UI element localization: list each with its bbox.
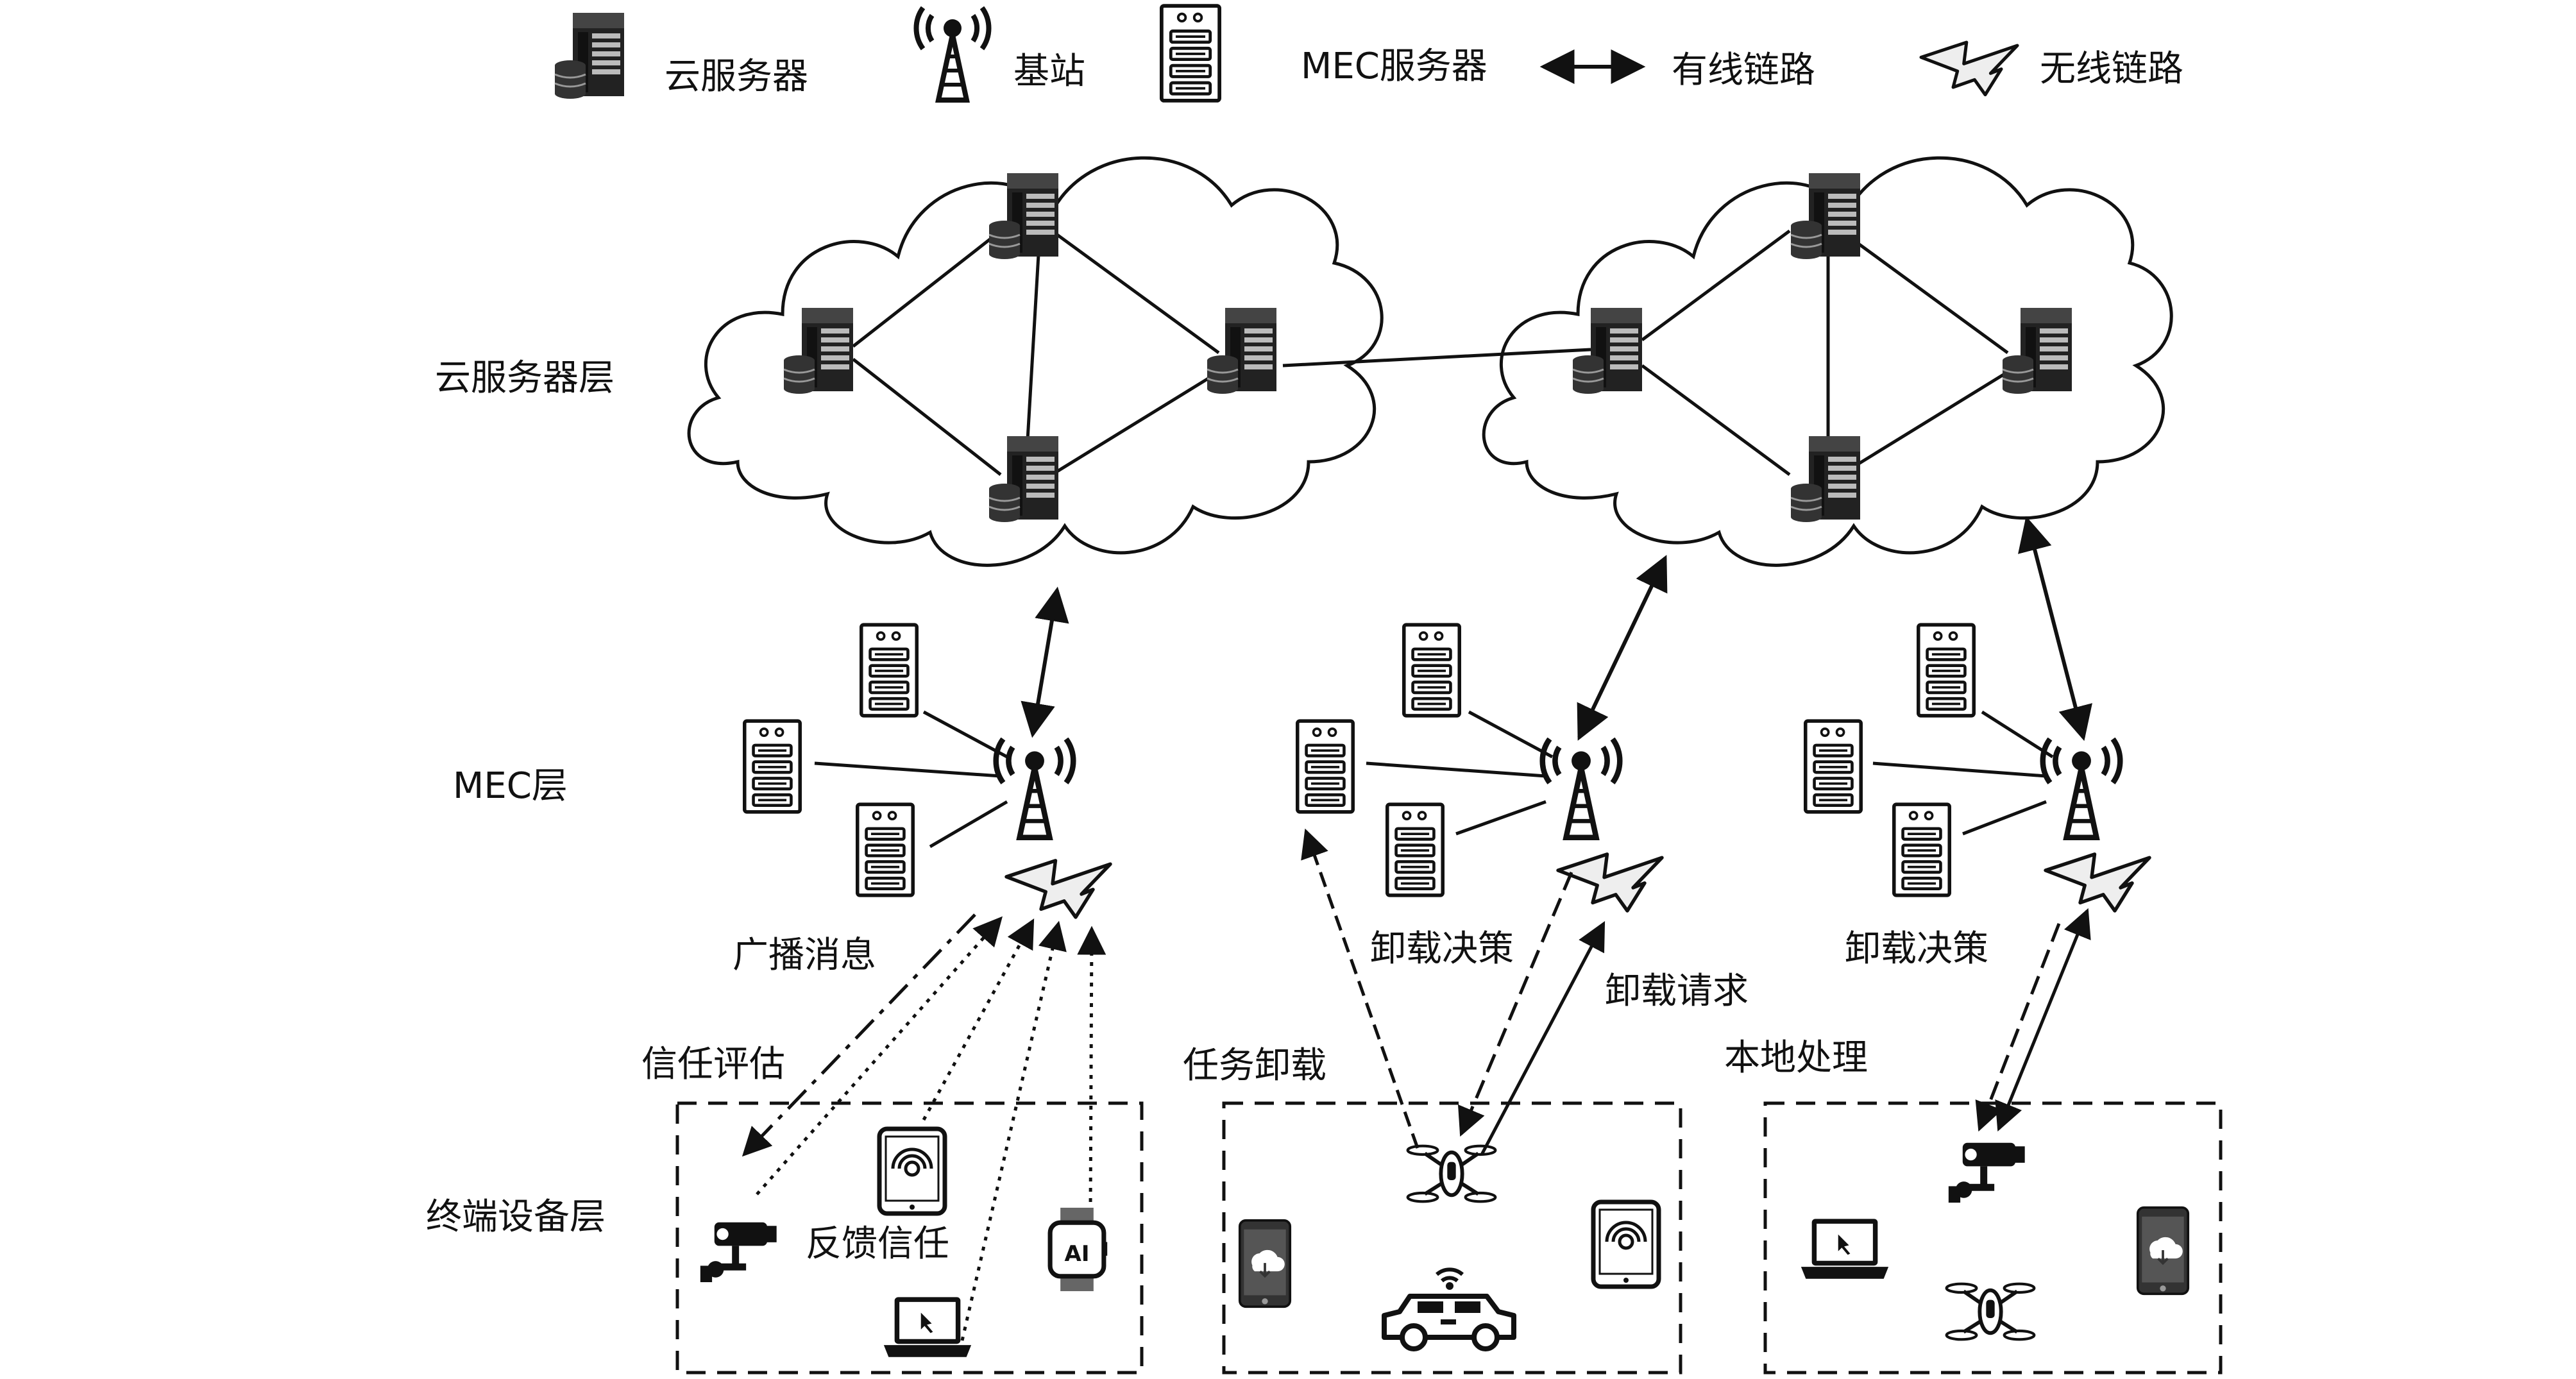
mec-server-icon: [861, 625, 917, 716]
terminal-group-offload: [1222, 1101, 1682, 1375]
mec-server-icon: [1298, 721, 1353, 812]
legend-cloud-server-label: 云服务器: [665, 56, 808, 97]
wireless-link-icon: [1006, 861, 1110, 917]
car-icon: [1384, 1269, 1514, 1349]
mec-server-icon: [1894, 804, 1949, 895]
wireless-link-icon: [1558, 854, 1662, 911]
mec-servers: [745, 625, 1974, 895]
mec-server-icon: [858, 804, 913, 895]
camera-icon: [1948, 1142, 2025, 1203]
laptop-icon: [1801, 1219, 1889, 1279]
phone-icon: [2136, 1206, 2190, 1296]
drone-icon: [1947, 1284, 2035, 1340]
mec-server-icon: [745, 721, 800, 812]
wireless-link-icon: [2046, 854, 2149, 911]
wireless-link-legend-icon: [1921, 42, 2017, 95]
base-station-icon: [996, 739, 1074, 838]
legend: 云服务器 基站 MEC服务器 有线链路 无线链路: [554, 6, 2183, 101]
offload-decision-label-2: 卸载决策: [1845, 928, 1988, 970]
offload-decision-label: 卸载决策: [1370, 928, 1514, 970]
broadcast-label: 广播消息: [733, 935, 876, 976]
mec-server-icon: [1387, 804, 1443, 895]
feedback-trust-label: 反馈信任: [806, 1223, 949, 1265]
base-station-icon: [2043, 739, 2121, 838]
mec-server-icon: [1919, 625, 1974, 716]
phone-icon: [1238, 1219, 1292, 1308]
legend-base-station-label: 基站: [1013, 51, 1085, 92]
camera-icon: [700, 1222, 777, 1283]
base-station-icon: [1543, 739, 1620, 838]
mec-cloud-links: [1021, 516, 2092, 741]
local-arrows: [1975, 908, 2091, 1132]
cloud-links: [852, 229, 2009, 477]
mec-server-links: [814, 710, 2054, 849]
terminal-layer-label: 终端设备层: [426, 1196, 606, 1238]
smartwatch-ai-label: AI: [1065, 1241, 1090, 1267]
mec-server-legend-icon: [1162, 6, 1219, 101]
laptop-icon: [883, 1297, 972, 1357]
drone-icon: [1408, 1146, 1496, 1202]
local-processing-label: 本地处理: [1724, 1037, 1868, 1079]
tablet-icon: [1593, 1202, 1659, 1287]
cloud-left: [687, 156, 1384, 567]
cloud-layer-label: 云服务器层: [435, 357, 614, 399]
trust-arrows: [741, 913, 1106, 1341]
legend-wireless-link-label: 无线链路: [2040, 48, 2183, 90]
mec-server-icon: [1404, 625, 1459, 716]
mec-server-icon: [1806, 721, 1861, 812]
terminal-group-trust: [675, 1101, 1144, 1375]
legend-wired-link-label: 有线链路: [1672, 49, 1815, 91]
offload-request-label: 卸载请求: [1605, 970, 1749, 1012]
mec-layer-label: MEC层: [453, 765, 568, 807]
legend-mec-server-label: MEC服务器: [1301, 46, 1487, 87]
cloud-server-legend-icon: [554, 13, 625, 100]
offload-arrows: [1301, 828, 1606, 1156]
base-station-legend-icon: [916, 8, 988, 100]
task-offload-label: 任务卸载: [1183, 1045, 1326, 1087]
tablet-icon: [879, 1129, 945, 1214]
terminal-group-local: [1763, 1101, 2223, 1375]
trust-eval-label: 信任评估: [641, 1044, 785, 1085]
